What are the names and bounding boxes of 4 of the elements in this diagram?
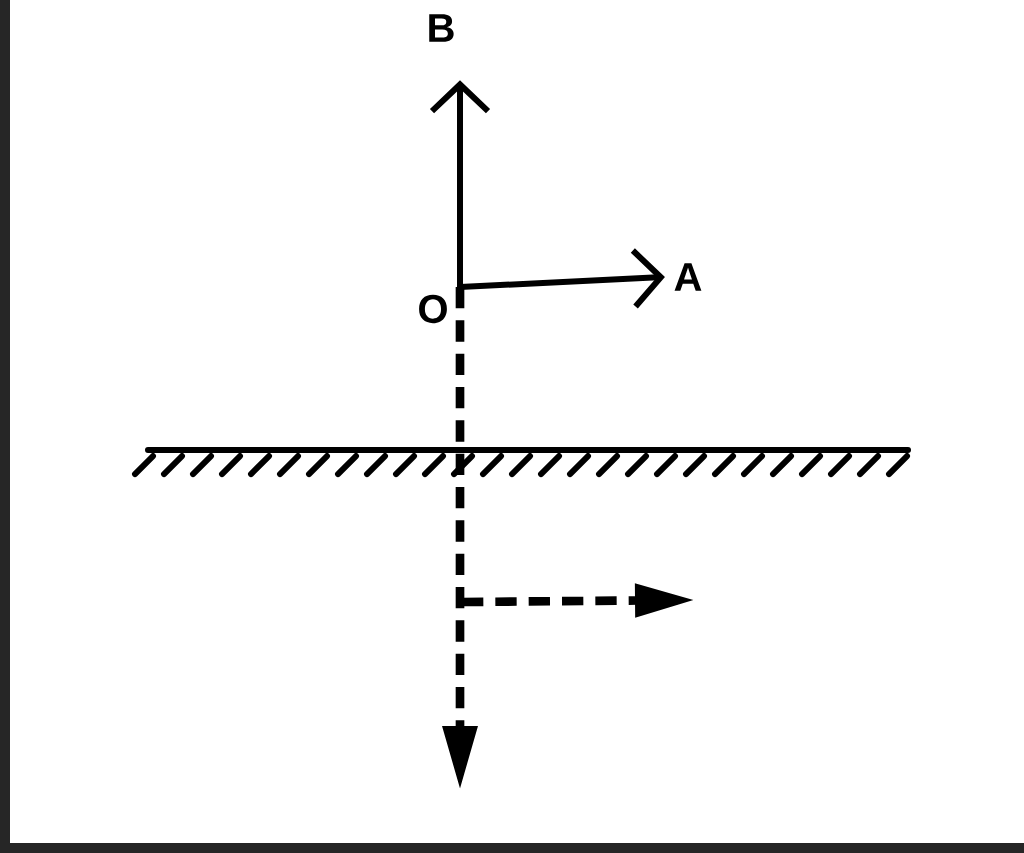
arrow — [429, 80, 491, 287]
point-label: A — [674, 263, 702, 291]
point-label: O — [419, 294, 447, 324]
point-label: B — [429, 14, 454, 42]
